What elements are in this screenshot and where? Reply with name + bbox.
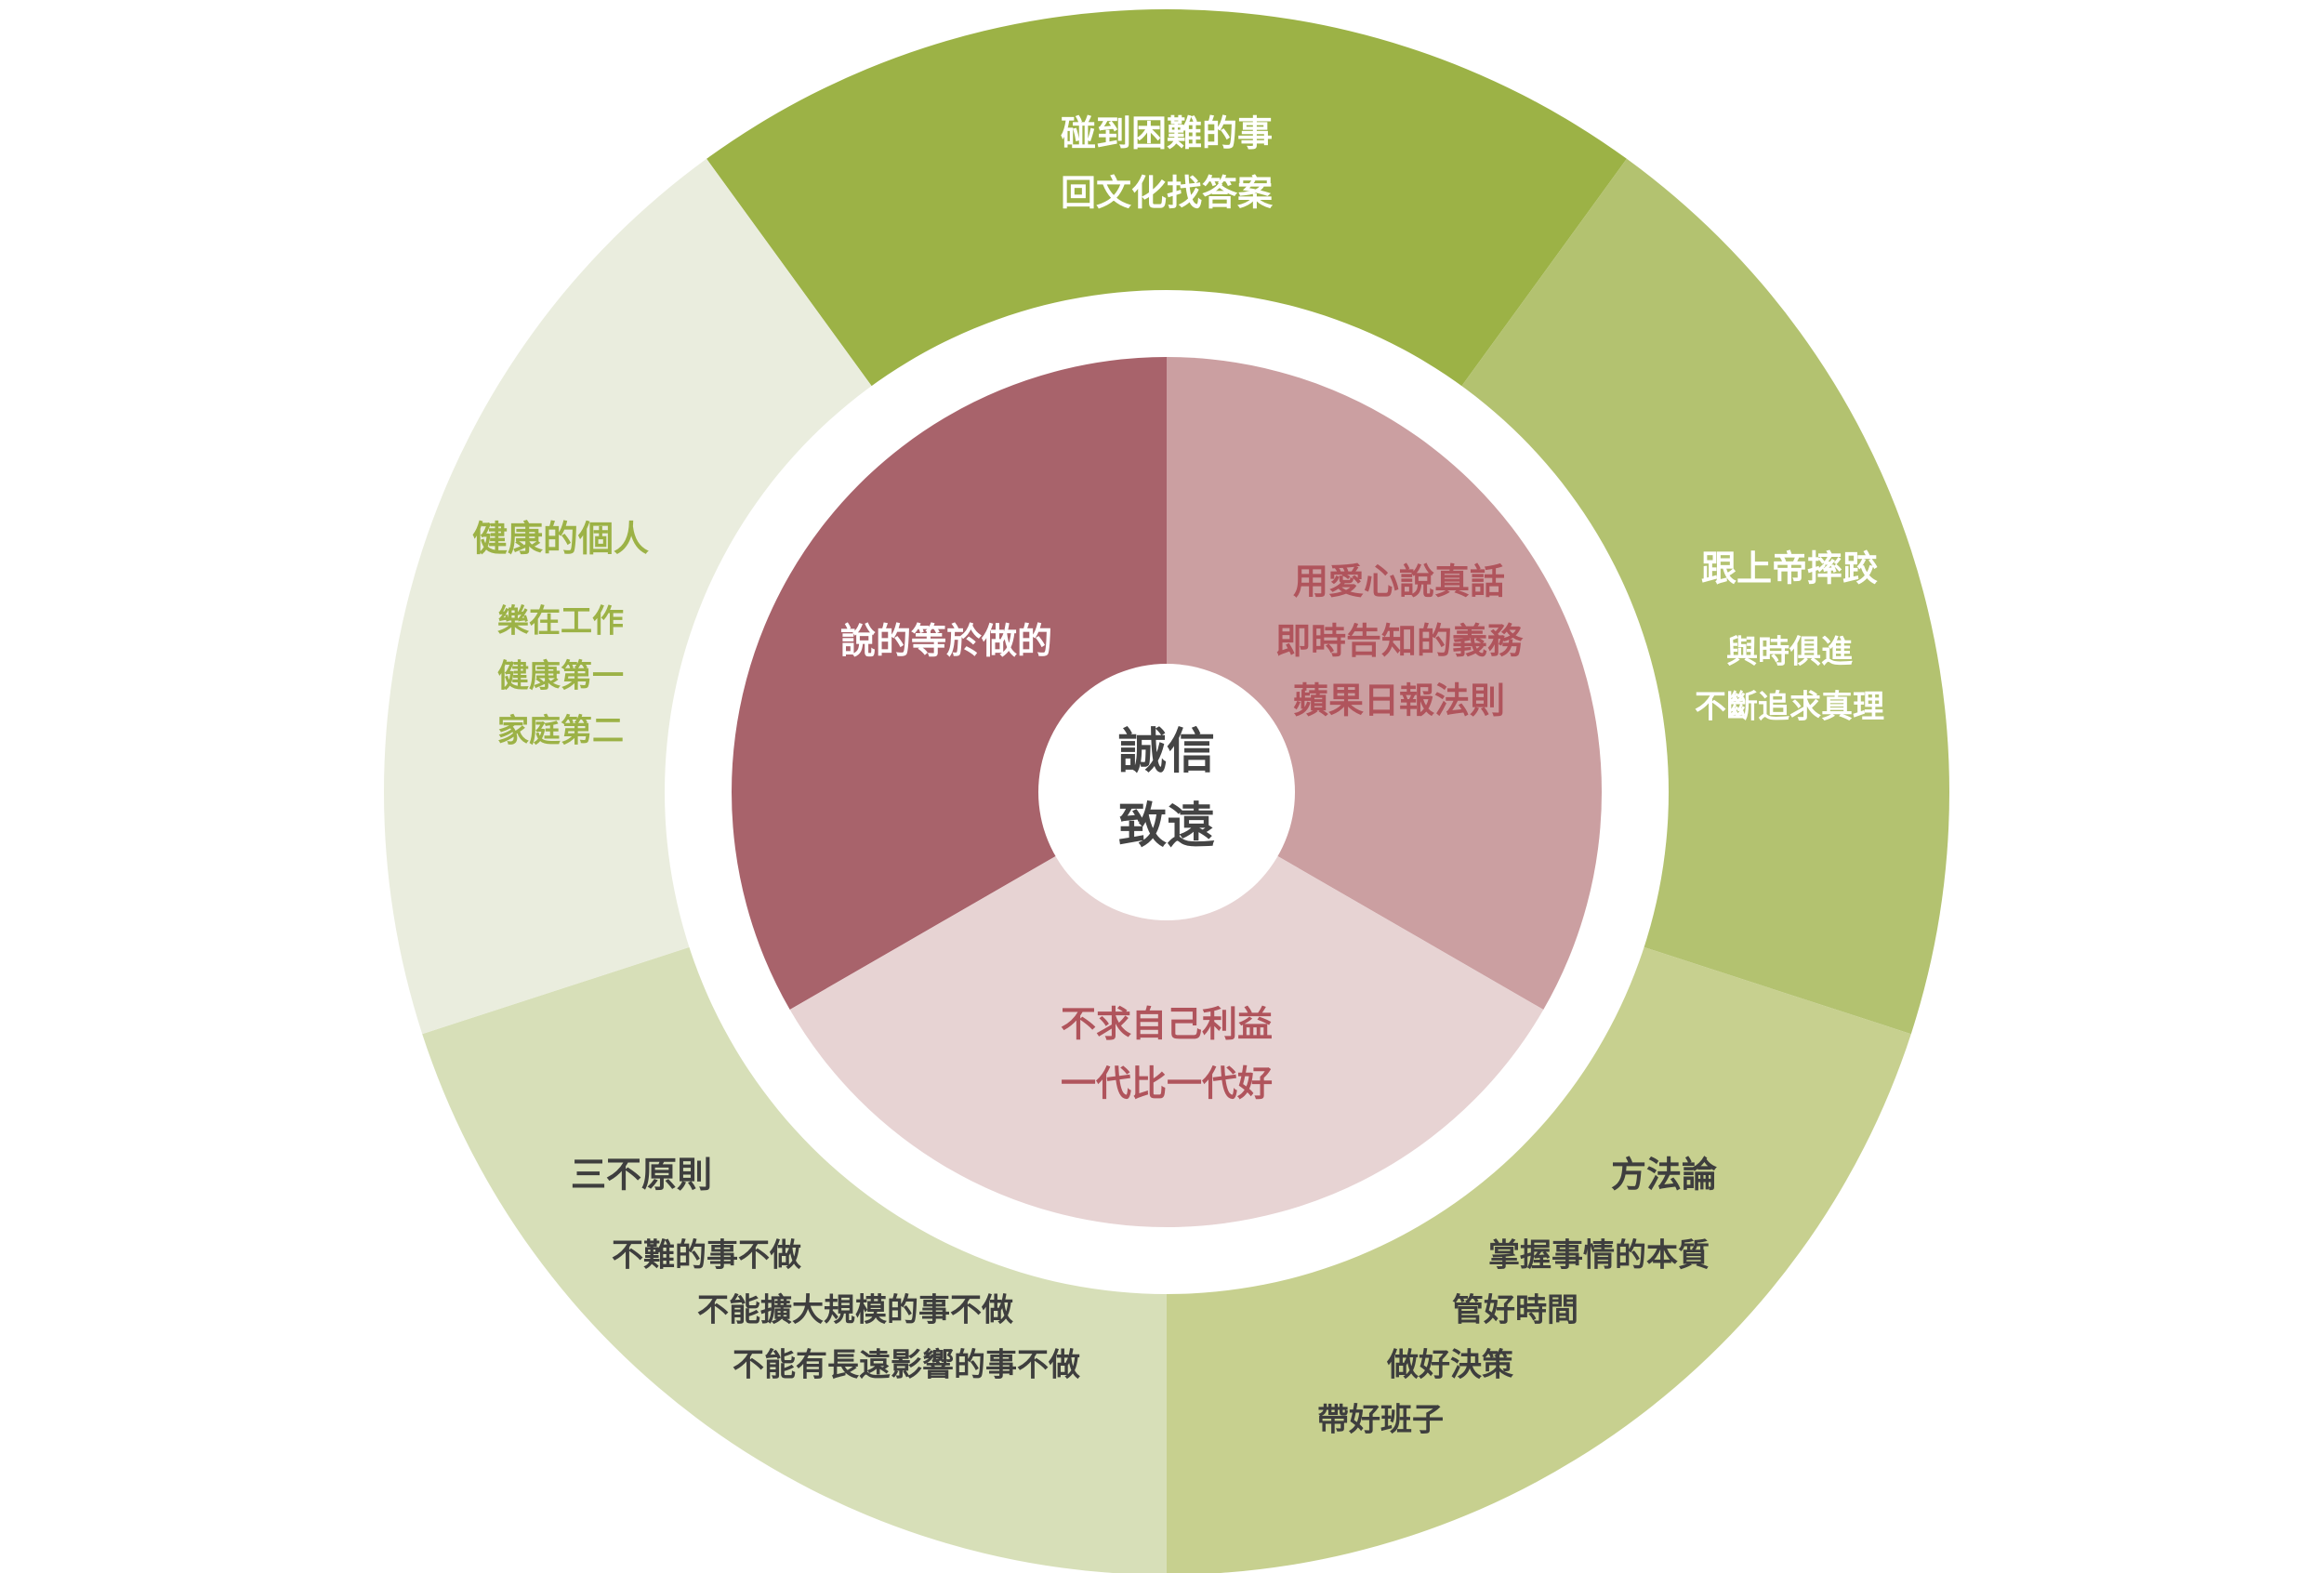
- outer-item-top-0: 回文化找答案: [1061, 173, 1274, 214]
- inner-label-right-line0: 用愛心說真話: [1293, 562, 1505, 602]
- outer-item-bottom-right-1: 管好時間: [1452, 1292, 1578, 1329]
- inner-label-left-line0: 說的等於做的: [840, 621, 1052, 662]
- outer-item-left-2: 家庭第二: [497, 713, 624, 750]
- inner-label-bottom-line1: 一代比一代好: [1061, 1064, 1273, 1104]
- inner-label-right-line1: 即時告知的義務: [1275, 621, 1524, 662]
- outer-item-bottom-left-0: 不難的事不做: [612, 1237, 801, 1275]
- outer-item-bottom-right-2: 做好決策: [1386, 1347, 1513, 1384]
- outer-title-bottom-right: 方法論: [1611, 1155, 1717, 1196]
- inner-segment-bottom: [789, 792, 1544, 1228]
- center-title-line2: 致遠: [1118, 799, 1215, 854]
- outer-item-bottom-right-3: 帶好班子: [1317, 1402, 1444, 1439]
- outer-title-right: 跟上帝摔跤: [1701, 549, 1878, 589]
- outer-title-top: 碰到困難的事: [1061, 113, 1273, 154]
- outer-item-right-0: 與時俱進: [1726, 634, 1853, 671]
- outer-item-bottom-left-2: 不能有長遠影響的事不做: [733, 1347, 1080, 1384]
- outer-item-left-1: 健康第一: [497, 658, 624, 695]
- outer-title-left: 健康的個人: [472, 519, 649, 560]
- inner-label-bottom-line0: 不求自己利益: [1061, 1004, 1273, 1045]
- outer-item-left-0: 樂在工作: [497, 603, 624, 641]
- center-title-line1: 誠信: [1118, 724, 1215, 780]
- outer-item-bottom-left-1: 不能擴大規模的事不做: [697, 1292, 1013, 1329]
- outer-item-bottom-right-0: 掌握事情的本質: [1488, 1237, 1710, 1275]
- center-circle: [1038, 664, 1295, 920]
- outer-item-right-1: 不斷追求真理: [1695, 689, 1884, 726]
- inner-label-right-line2: 蘋果日報法則: [1293, 681, 1505, 721]
- outer-title-bottom-left: 三不原則: [571, 1155, 712, 1196]
